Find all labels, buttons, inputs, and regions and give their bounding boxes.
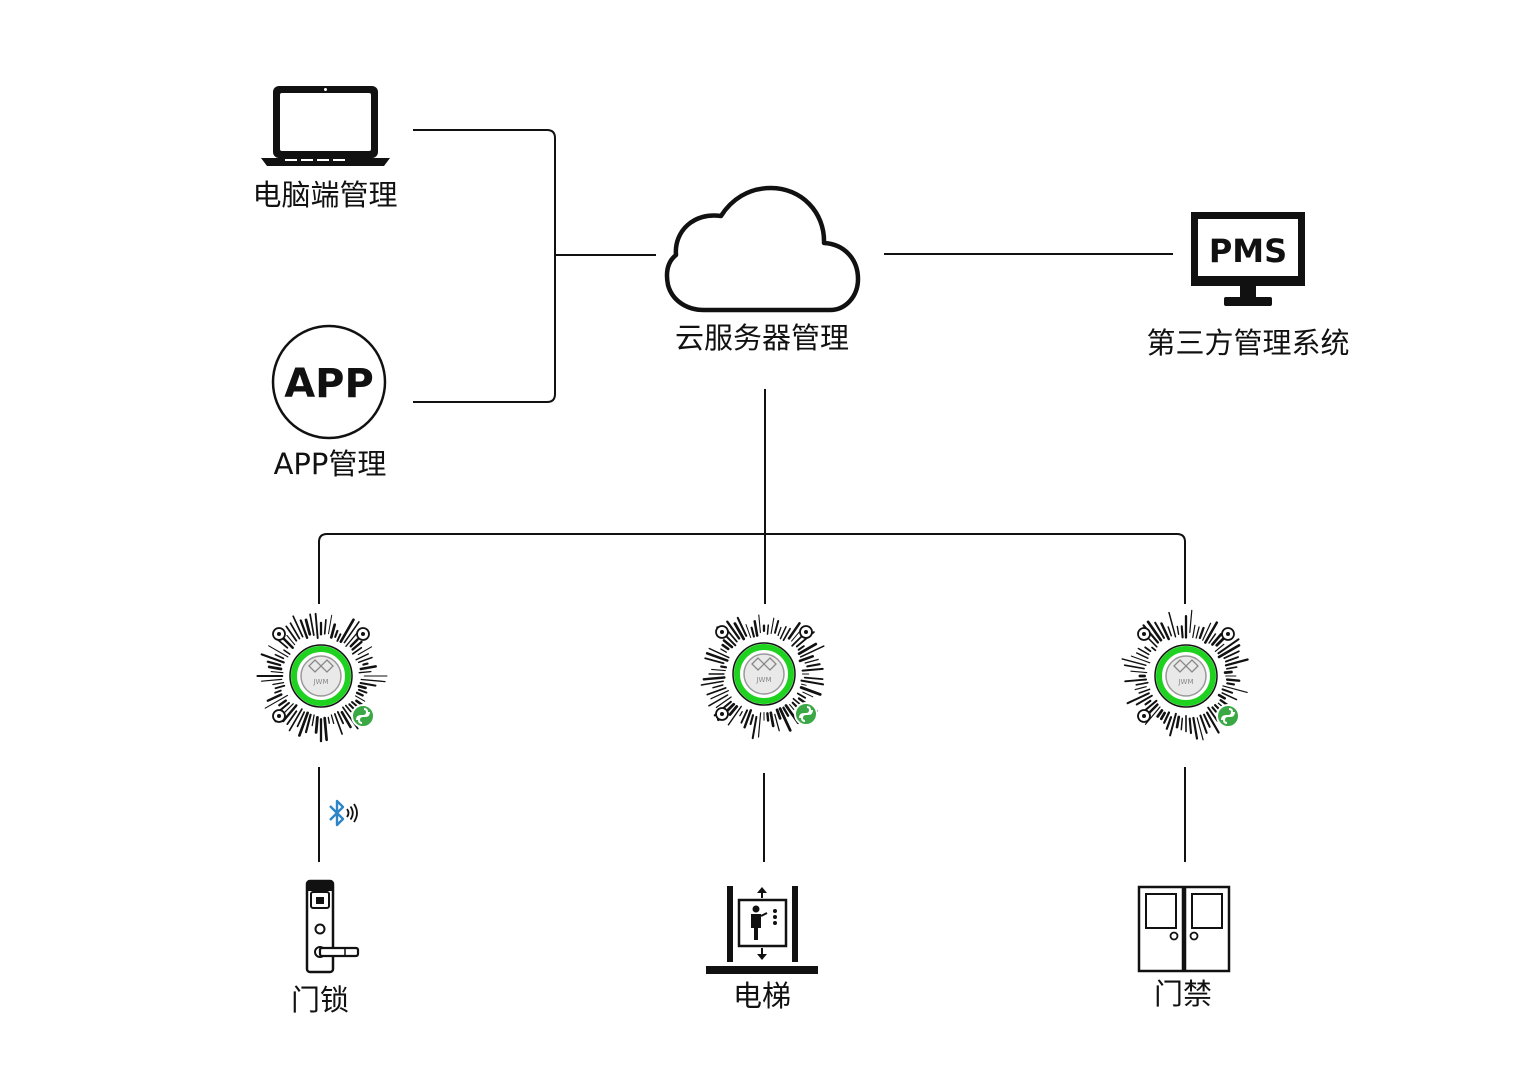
code-center-text: JWM: [1177, 678, 1193, 686]
bluetooth-link: [326, 797, 360, 831]
pc-label: 电脑端管理: [252, 178, 398, 212]
code-rays: [256, 612, 388, 743]
elevator-node: [704, 882, 820, 978]
mini-program-code-icon: JWM: [700, 614, 825, 740]
mini-program-code-lock: JWM: [251, 604, 391, 744]
elevator-label: 电梯: [732, 979, 791, 1013]
door-lock-icon: [305, 879, 360, 974]
mini-program-code-elevator: JWM: [694, 602, 834, 742]
app-label: APP管理: [273, 447, 387, 481]
bluetooth-icon: [329, 799, 358, 827]
mini-program-code-access: JWM: [1116, 604, 1256, 744]
elevator-icon: [706, 886, 818, 974]
pms-icon-text: PMS: [1209, 232, 1287, 270]
mini-program-code-icon: JWM: [1121, 609, 1249, 741]
access-label: 门禁: [1153, 977, 1212, 1011]
bus-line: [318, 533, 1186, 604]
app-node: APP: [271, 324, 387, 440]
app-circle-icon: APP: [271, 324, 387, 440]
pc-to-hub-line: [413, 129, 556, 403]
code-center-text: JWM: [755, 676, 771, 684]
app-icon-text: APP: [284, 361, 374, 407]
code-rays: [700, 614, 825, 740]
cloud-node: [664, 183, 862, 315]
double-door-icon: [1137, 885, 1231, 973]
monitor-icon: PMS: [1191, 212, 1305, 306]
cloud-label: 云服务器管理: [674, 321, 849, 355]
cloud-icon: [664, 185, 861, 313]
code-center-text: JWM: [312, 678, 328, 686]
pms-node: PMS: [1189, 210, 1307, 310]
lock-node: [300, 878, 362, 976]
mini-program-code-icon: JWM: [256, 612, 388, 743]
access-node: [1136, 884, 1232, 974]
laptop-icon: [261, 86, 390, 166]
pms-label: 第三方管理系统: [1146, 326, 1350, 360]
lock-label: 门锁: [290, 983, 349, 1017]
pc-node: [258, 82, 394, 176]
